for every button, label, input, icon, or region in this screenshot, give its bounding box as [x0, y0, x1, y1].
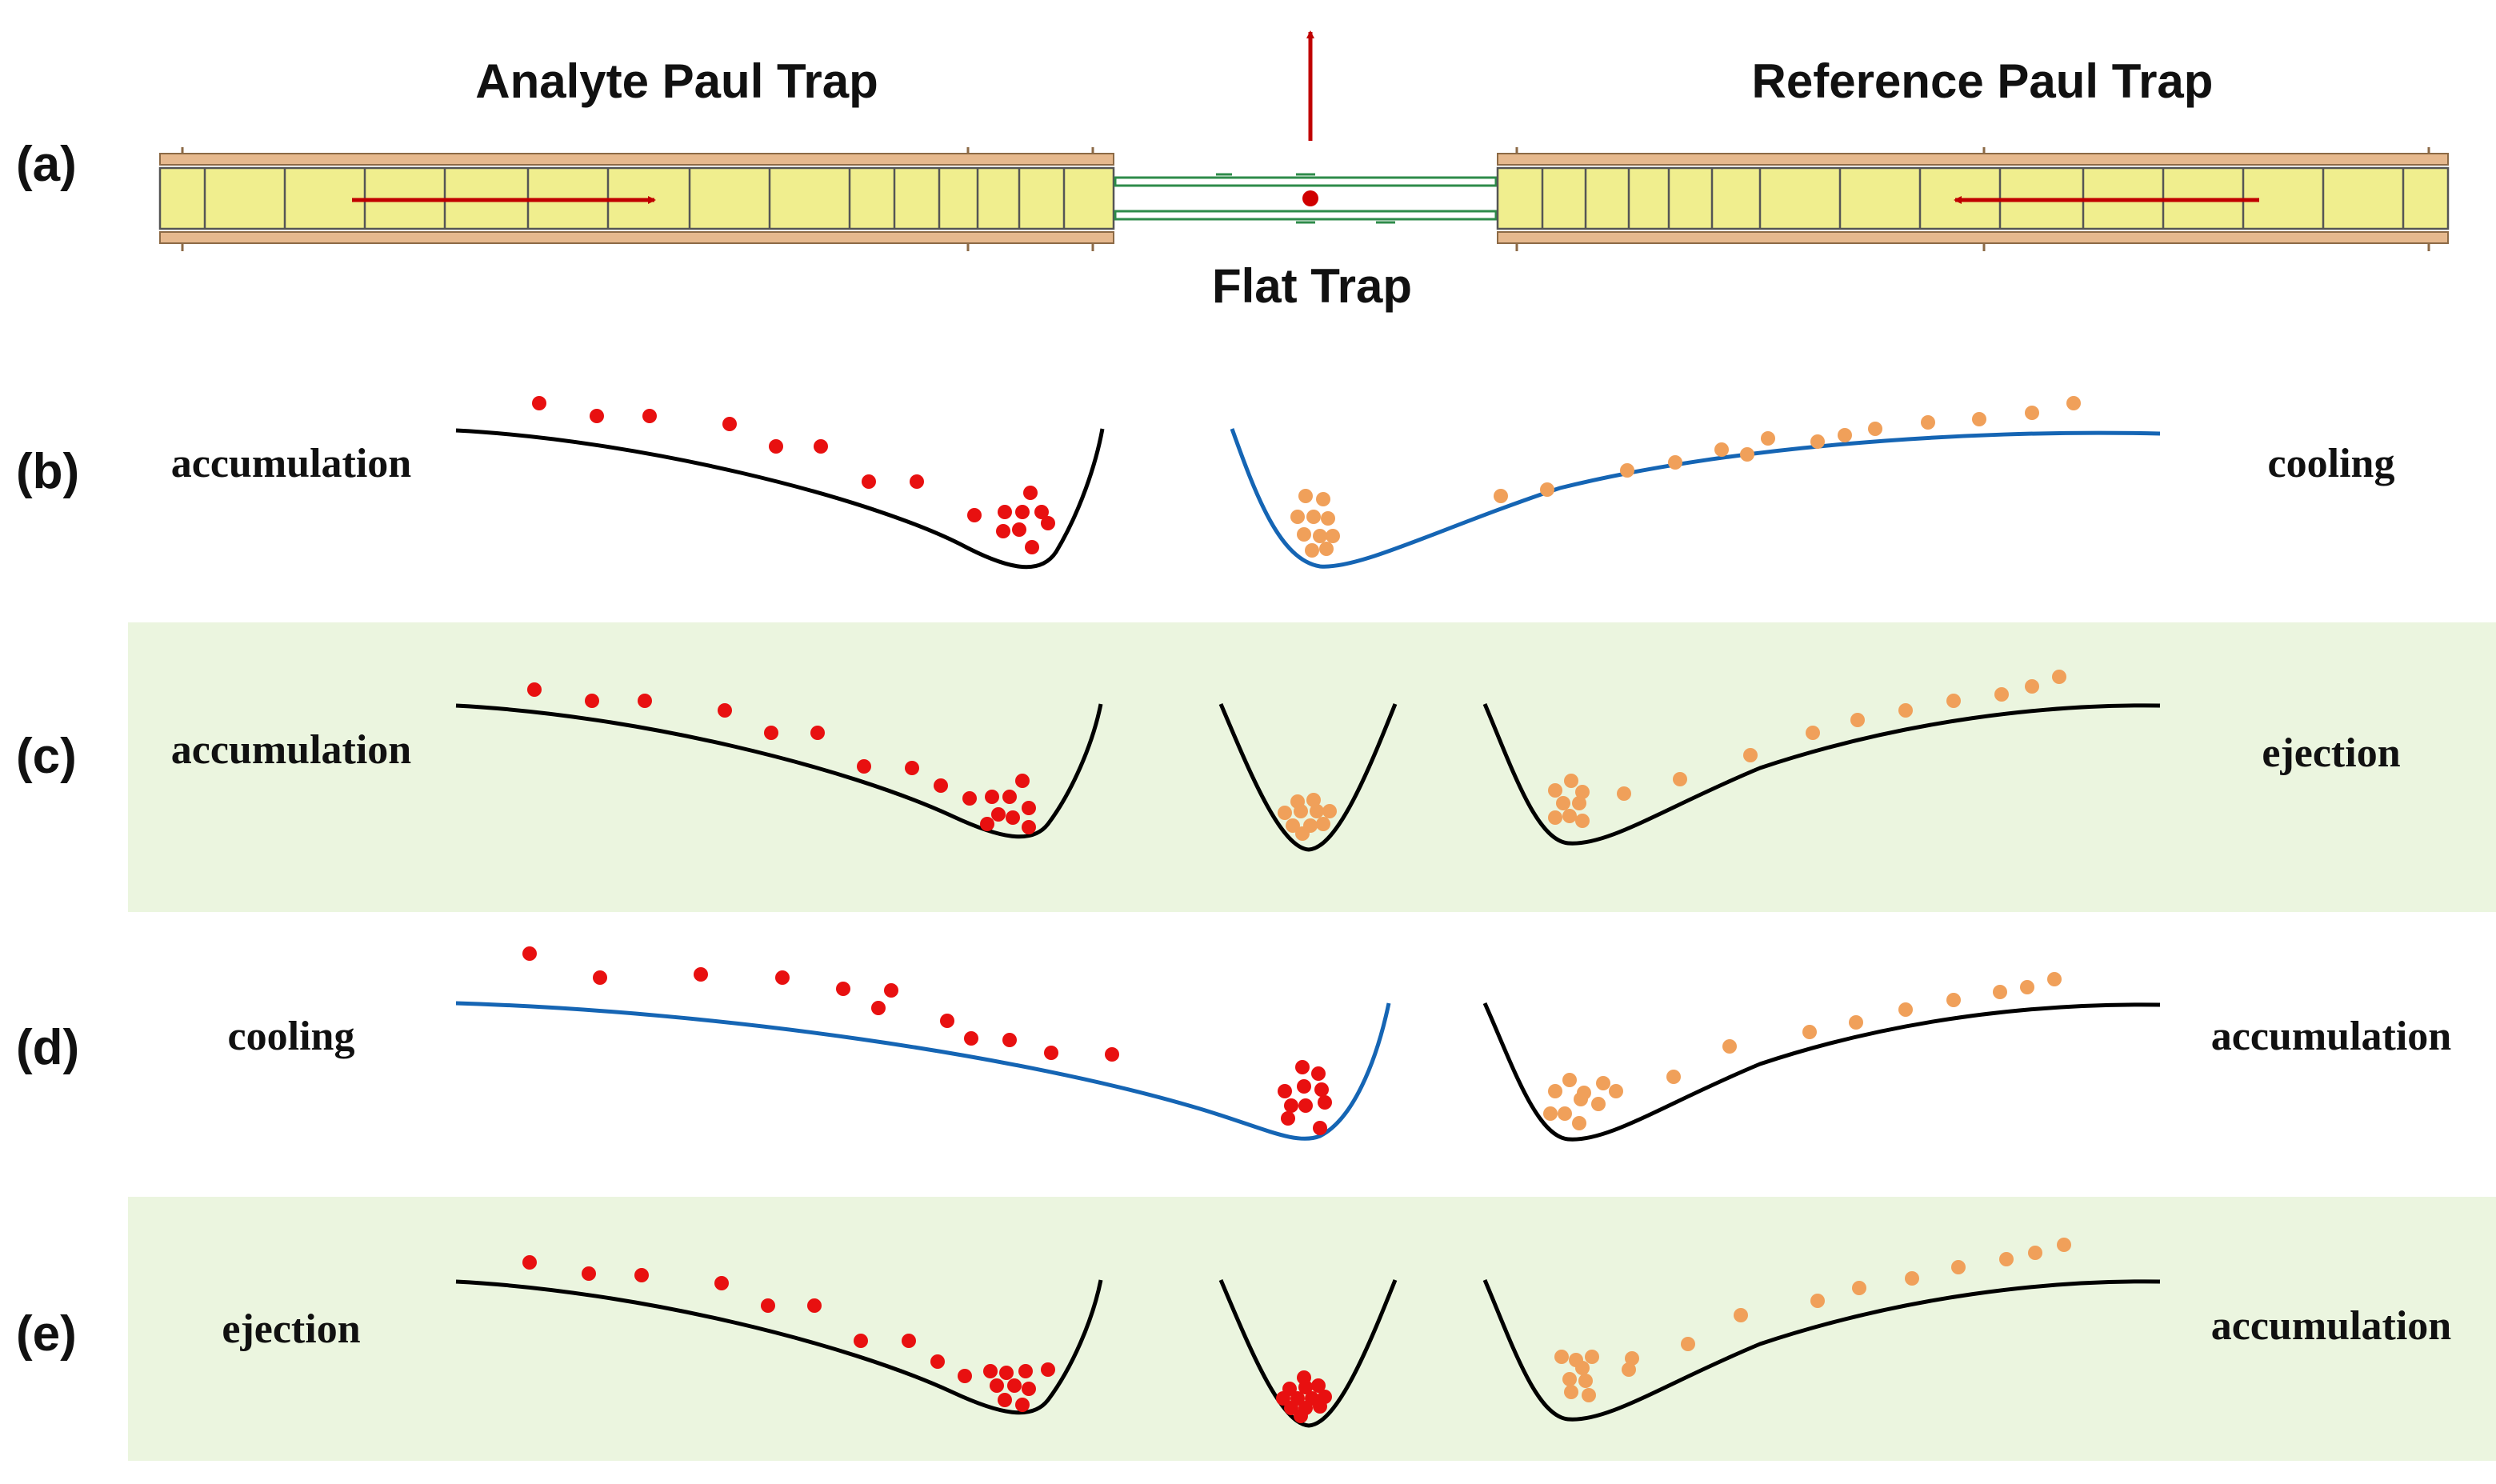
panel-b-reference-ions [1290, 396, 2081, 558]
panel-e-reference-potential [1482, 1279, 2161, 1422]
analyte-paul-trap [158, 147, 1115, 251]
panel-e-flat-ions [1276, 1370, 1332, 1423]
panel-a-label: (a) [16, 137, 77, 192]
panel-b-label: (b) [16, 444, 79, 499]
panel-e: (e) ejection accumulation [16, 1238, 2452, 1428]
panel-d-reference-potential [1482, 1002, 2161, 1142]
panel-c-analyte-potential [455, 703, 1103, 839]
panel-c-background [128, 622, 2496, 912]
panel-d: (d) cooling accumulation [16, 946, 2452, 1142]
panel-c-reference-ions [1548, 670, 2066, 828]
panel-c-left-stage: accumulation [171, 727, 412, 773]
panel-c-reference-potential [1482, 703, 2161, 846]
panel-c-flat-potential [1218, 703, 1398, 852]
panel-d-analyte-potential [455, 1001, 1391, 1141]
panel-d-analyte-ions [522, 946, 1332, 1135]
panel-d-label: (d) [16, 1020, 79, 1075]
panel-e-left-stage: ejection [222, 1306, 360, 1352]
panel-e-right-stage: accumulation [2211, 1303, 2452, 1349]
reference-trap-title: Reference Paul Trap [1752, 54, 2214, 108]
panel-e-analyte-ions [522, 1255, 1055, 1412]
panel-e-reference-ions [1554, 1238, 2071, 1402]
panel-e-background [128, 1197, 2496, 1461]
flat-trap [1114, 30, 1498, 224]
analyte-trap-title: Analyte Paul Trap [475, 54, 878, 108]
panel-a: (a) Analyte Paul Trap Reference Paul Tra… [16, 30, 2450, 313]
panel-b-left-stage: accumulation [171, 441, 412, 486]
panel-d-right-stage: accumulation [2211, 1014, 2452, 1059]
reference-paul-trap [1496, 147, 2450, 251]
flat-trap-title: Flat Trap [1212, 259, 1412, 313]
panel-c-right-stage: ejection [2262, 730, 2400, 776]
panel-c: (c) accumulation ejection [16, 670, 2401, 852]
panel-c-label: (c) [16, 729, 77, 784]
panel-b-right-stage: cooling [2268, 441, 2395, 486]
trapped-ion [1302, 190, 1318, 206]
panel-b: (b) accumulation cooling [16, 396, 2395, 570]
panel-e-label: (e) [16, 1306, 77, 1362]
panel-d-left-stage: cooling [228, 1014, 355, 1059]
panel-b-reference-potential [1230, 428, 2161, 569]
panel-b-analyte-ions [532, 396, 1055, 554]
panel-e-flat-potential [1218, 1279, 1398, 1428]
panel-e-analyte-potential [455, 1279, 1103, 1415]
panel-c-analyte-ions [527, 682, 1036, 834]
panel-c-flat-ions [1278, 793, 1337, 841]
panel-d-reference-ions [1543, 972, 2062, 1130]
panel-b-analyte-potential [455, 428, 1105, 570]
